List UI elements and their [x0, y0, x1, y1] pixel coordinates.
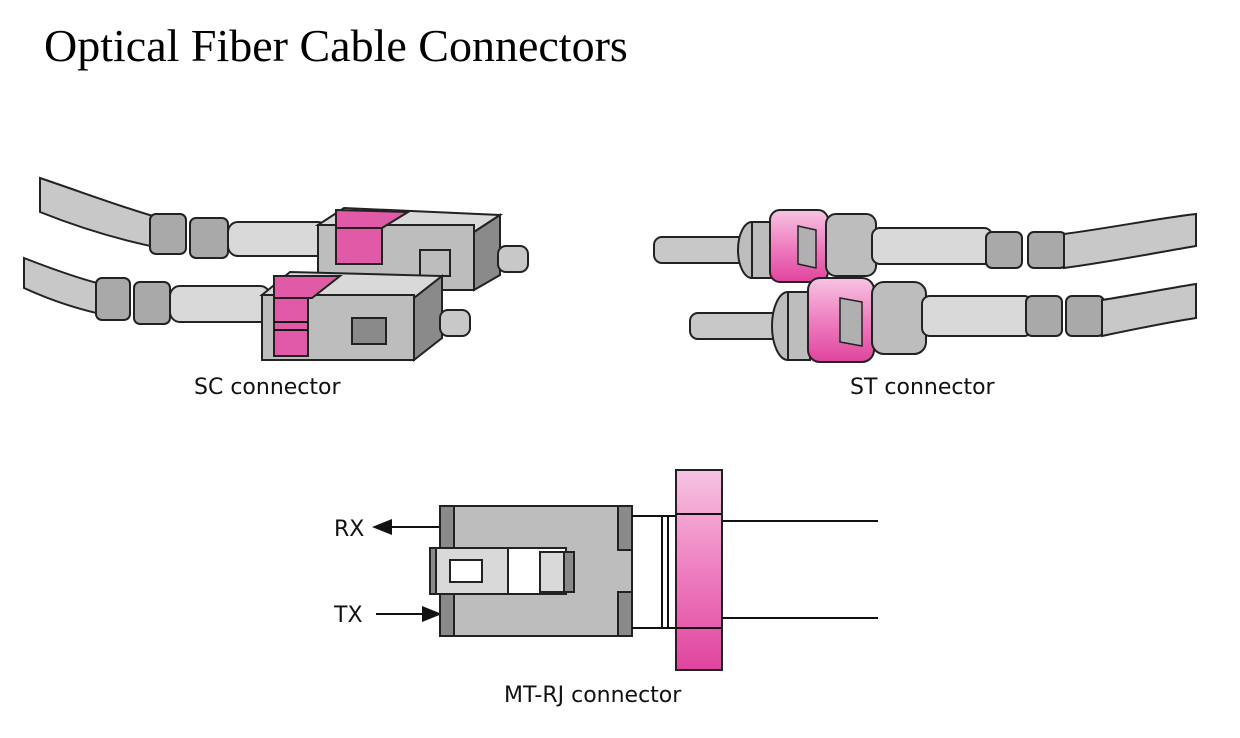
mtrj-connector-illustration [372, 469, 878, 671]
st-connector-label: ST connector [850, 375, 996, 400]
st-connector-illustration [653, 209, 1197, 363]
sc-lower-strain-relief [95, 277, 271, 325]
sc-upper-housing [314, 206, 529, 292]
sc-connector-label: SC connector [194, 375, 341, 400]
mtrj-grip-ridges [429, 505, 633, 637]
st-lower-ferrule [689, 312, 786, 340]
st-upper-cable [1063, 212, 1197, 270]
mtrj-connector-label: MT-RJ connector [504, 683, 682, 708]
sc-connector-illustration [23, 176, 529, 363]
st-lower-cable [1101, 282, 1197, 338]
sc-lower-housing [259, 270, 471, 363]
st-lower-body [771, 277, 1105, 363]
mtrj-pink-boot [675, 469, 723, 671]
st-upper-body [737, 209, 1067, 283]
rx-label: RX [334, 517, 364, 542]
sc-upper-cable [39, 176, 161, 250]
sc-upper-strain-relief [149, 213, 329, 259]
tx-label: TX [333, 603, 363, 628]
tx-arrow-head [422, 606, 442, 622]
mtrj-latch-window [449, 559, 483, 583]
mtrj-right-key [539, 551, 565, 593]
st-upper-ferrule [653, 236, 750, 264]
page-title: Optical Fiber Cable Connectors [44, 20, 628, 71]
rx-arrow-head [372, 519, 392, 535]
